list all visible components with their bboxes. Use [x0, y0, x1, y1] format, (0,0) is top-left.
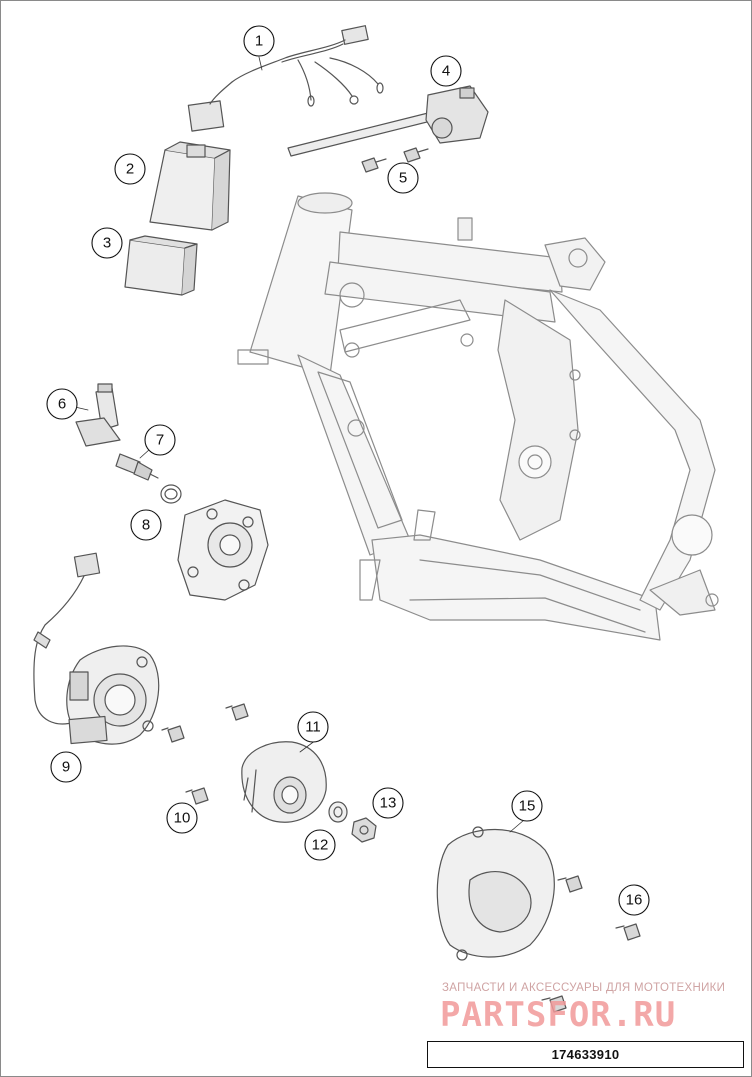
- callout-5: 5: [387, 162, 419, 194]
- watermark-logo: PARTSFOR.RU: [440, 995, 677, 1035]
- callout-label: 6: [58, 396, 66, 413]
- callout-label: 11: [305, 719, 321, 736]
- callout-label: 5: [399, 170, 407, 187]
- nut: [351, 817, 377, 843]
- ignition-coil: [287, 85, 489, 157]
- callout-7: 7: [144, 424, 176, 456]
- cdi-unit: [149, 141, 231, 231]
- callout-15: 15: [511, 790, 543, 822]
- callout-11: 11: [297, 711, 329, 743]
- callout-label: 4: [442, 63, 450, 80]
- callout-13: 13: [372, 787, 404, 819]
- washer: [328, 801, 348, 823]
- flywheel-rotor: [241, 741, 327, 823]
- callout-label: 8: [142, 517, 150, 534]
- cover-screws: [541, 875, 641, 1013]
- callout-label: 9: [62, 759, 70, 776]
- wiring-harness: [187, 25, 384, 132]
- callout-16: 16: [618, 884, 650, 916]
- callout-label: 7: [156, 432, 164, 449]
- part-number: 174633910: [551, 1047, 620, 1062]
- callout-label: 3: [103, 235, 111, 252]
- watermark-tagline: ЗАПЧАСТИ И АКСЕССУАРЫ ДЛЯ МОТОТЕХНИКИ: [442, 982, 726, 994]
- callout-label: 15: [519, 798, 536, 815]
- frame-drawing: [237, 192, 719, 641]
- callout-12: 12: [304, 829, 336, 861]
- callout-label: 2: [126, 161, 134, 178]
- spark-plug: [115, 453, 159, 481]
- stator-screws: [161, 703, 249, 805]
- callout-label: 12: [312, 837, 329, 854]
- callout-4: 4: [430, 55, 462, 87]
- callout-10: 10: [166, 802, 198, 834]
- callout-label: 10: [174, 810, 191, 827]
- part-number-box: 174633910: [427, 1041, 744, 1068]
- callout-1: 1: [243, 25, 275, 57]
- callout-6: 6: [46, 388, 78, 420]
- rubber-sleeve: [124, 235, 198, 296]
- cylinder-head: [160, 484, 269, 601]
- callout-2: 2: [114, 153, 146, 185]
- callout-3: 3: [91, 227, 123, 259]
- callout-label: 16: [626, 892, 643, 909]
- callout-label: 1: [255, 33, 263, 50]
- ignition-cover: [436, 826, 555, 961]
- callout-8: 8: [130, 509, 162, 541]
- coil-screws: [361, 147, 429, 173]
- callout-label: 13: [380, 795, 397, 812]
- callout-9: 9: [50, 751, 82, 783]
- spark-plug-cap: [75, 383, 121, 447]
- callouts: 1 2 3 4 5 6 7 8: [46, 25, 650, 916]
- stator-assembly: [33, 552, 160, 745]
